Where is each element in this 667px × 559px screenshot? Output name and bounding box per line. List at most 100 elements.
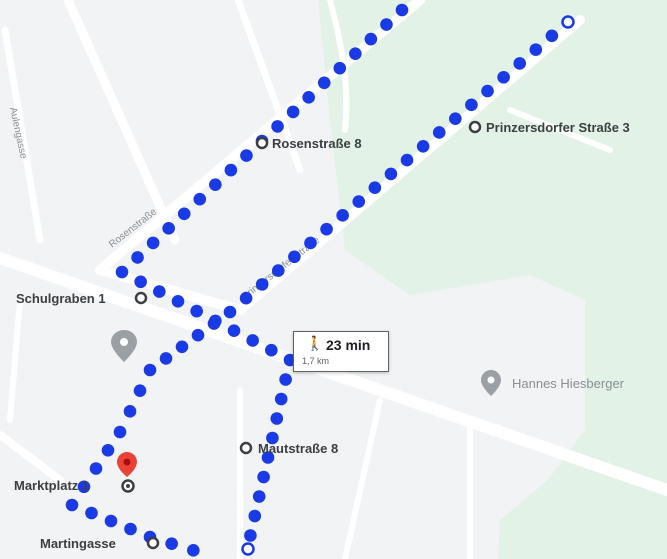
- route-dot: [395, 3, 409, 17]
- route-dot: [279, 373, 292, 386]
- route-dot: [481, 84, 494, 98]
- route-dot: [223, 305, 237, 319]
- route-dot: [368, 181, 382, 195]
- poi-hannes-hiesberger[interactable]: Hannes Hiesberger: [481, 370, 625, 396]
- route-dot: [271, 120, 284, 133]
- route-dot: [193, 192, 207, 206]
- route-dot: [320, 222, 333, 236]
- route-dot: [85, 506, 98, 520]
- place-label: Marktplatz 1: [14, 478, 89, 493]
- route-dot: [143, 363, 157, 377]
- route-dot: [227, 324, 241, 337]
- route-dot: [265, 343, 278, 357]
- route-dot: [165, 537, 178, 550]
- route-dot: [257, 470, 270, 484]
- route-dot: [270, 412, 284, 425]
- route-info-card[interactable]: 🚶 23 min 1,7 km: [293, 331, 389, 372]
- route-dot: [317, 76, 331, 90]
- route-dot: [255, 278, 269, 291]
- place-label: Martingasse: [40, 536, 116, 551]
- route-dot: [352, 195, 366, 208]
- place-marker-icon: [134, 291, 148, 305]
- route-dot: [115, 265, 129, 279]
- route-dot: [65, 498, 79, 512]
- route-dot: [288, 250, 301, 264]
- route-dot: [380, 18, 393, 31]
- place-schulgraben[interactable]: Schulgraben 1: [16, 291, 148, 306]
- route-dot: [333, 61, 347, 75]
- route-dot: [191, 328, 205, 342]
- route-dot: [449, 112, 462, 125]
- route-dot: [336, 209, 349, 222]
- route-dot: [190, 304, 203, 318]
- route-dot: [104, 514, 118, 528]
- route-dot: [134, 275, 147, 289]
- poi-label: Hannes Hiesberger: [512, 376, 625, 391]
- place-rosenstrasse[interactable]: Rosenstraße 8: [255, 136, 362, 151]
- route-dot: [349, 47, 362, 60]
- route-dot: [239, 291, 253, 305]
- route-dot: [159, 352, 173, 365]
- route-dot: [432, 126, 446, 139]
- place-label: Mautstraße 8: [258, 441, 338, 456]
- walking-route: [65, 3, 575, 557]
- route-dot: [364, 32, 378, 46]
- route-dot: [153, 285, 166, 298]
- route-dot: [131, 251, 144, 264]
- route-duration: 23 min: [326, 337, 371, 353]
- place-label: Rosenstraße 8: [272, 136, 362, 151]
- route-dot: [286, 105, 300, 119]
- route-dot: [465, 98, 478, 112]
- route-dot: [209, 178, 222, 191]
- walking-icon: 🚶: [306, 336, 324, 352]
- route-dot: [224, 163, 238, 177]
- place-prinzersdorfer[interactable]: Prinzersdorfer Straße 3: [468, 120, 630, 135]
- route-dot: [248, 509, 262, 523]
- route-dot: [261, 451, 275, 464]
- route-dot: [244, 529, 257, 542]
- place-marker-icon: [146, 536, 160, 550]
- place-mautstrasse[interactable]: Mautstraße 8: [239, 441, 338, 456]
- route-dot: [416, 139, 430, 153]
- route-dot: [89, 462, 103, 475]
- route-dot: [304, 236, 317, 250]
- route-dot: [123, 405, 137, 418]
- route-dot: [171, 295, 185, 308]
- place-marker-icon: [255, 136, 269, 150]
- route-start-icon: [561, 15, 575, 29]
- route-dot: [175, 340, 189, 354]
- route-dot: [274, 392, 288, 406]
- route-dot: [384, 167, 398, 181]
- route-dot: [124, 522, 137, 536]
- route-dot: [101, 443, 115, 457]
- route-dot: [207, 317, 221, 330]
- route-dot: [545, 29, 559, 43]
- route-dot: [113, 425, 127, 439]
- route-dot: [513, 57, 527, 70]
- route-dot: [177, 207, 191, 221]
- route-dot: [246, 334, 259, 347]
- route-distance: 1,7 km: [302, 356, 330, 366]
- poi-pin-icon[interactable]: [111, 330, 137, 362]
- place-martingasse[interactable]: Martingasse: [40, 536, 160, 551]
- route-dot: [133, 384, 147, 397]
- place-marktplatz[interactable]: Marktplatz 1: [14, 452, 137, 493]
- route-dot: [146, 236, 160, 250]
- place-label: Prinzersdorfer Straße 3: [486, 120, 630, 135]
- route-dot: [240, 149, 253, 162]
- route-dot: [400, 153, 414, 167]
- place-marker-icon: [468, 120, 482, 134]
- route-dot: [271, 264, 285, 277]
- route-end-icon: [241, 542, 255, 556]
- route-dot: [252, 490, 266, 503]
- route-dot: [77, 480, 91, 494]
- route-dot: [529, 43, 543, 56]
- route-dot: [302, 91, 315, 104]
- place-label: Schulgraben 1: [16, 291, 106, 306]
- route-dot: [266, 431, 279, 445]
- route-dot: [497, 70, 510, 84]
- route-dot: [162, 222, 175, 235]
- route-dot: [187, 544, 200, 557]
